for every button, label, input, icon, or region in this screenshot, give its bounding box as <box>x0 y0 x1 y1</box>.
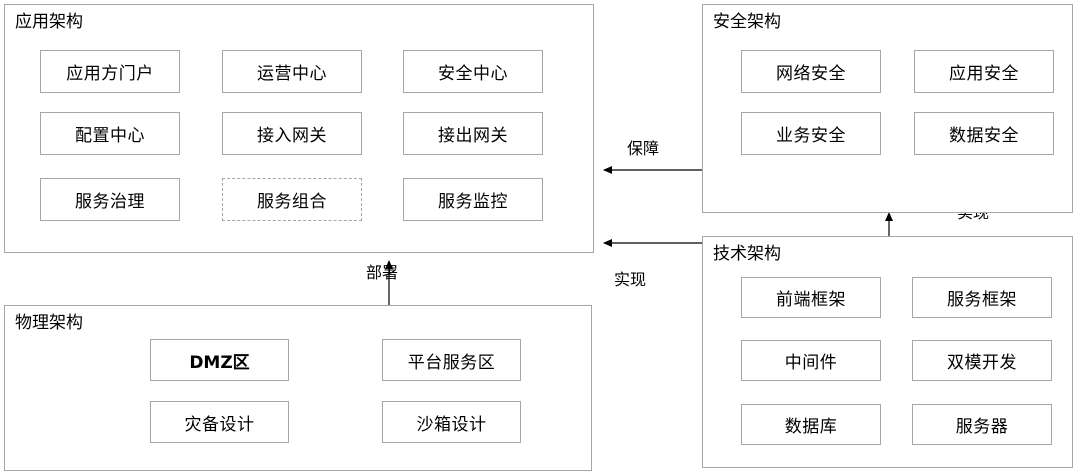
node-dmz-zone[interactable]: DMZ区 <box>150 339 289 381</box>
node-platform-service-zone[interactable]: 平台服务区 <box>382 339 521 381</box>
node-disaster-recovery-design[interactable]: 灾备设计 <box>150 401 289 443</box>
node-middleware[interactable]: 中间件 <box>741 340 881 381</box>
node-network-security[interactable]: 网络安全 <box>741 50 881 93</box>
node-service-governance[interactable]: 服务治理 <box>40 178 180 221</box>
edge-label-security-to-application: 保障 <box>627 139 660 158</box>
node-server[interactable]: 服务器 <box>912 404 1052 445</box>
node-egress-gateway[interactable]: 接出网关 <box>403 112 543 155</box>
edge-label-technology-to-application: 实现 <box>614 270 647 289</box>
node-service-framework[interactable]: 服务框架 <box>912 277 1052 318</box>
group-title-technology: 技术架构 <box>713 244 781 264</box>
node-database[interactable]: 数据库 <box>741 404 881 445</box>
node-security-center[interactable]: 安全中心 <box>403 50 543 93</box>
node-service-composition[interactable]: 服务组合 <box>222 178 362 221</box>
node-service-monitoring[interactable]: 服务监控 <box>403 178 543 221</box>
node-operation-center[interactable]: 运营中心 <box>222 50 362 93</box>
node-data-security[interactable]: 数据安全 <box>914 112 1054 155</box>
node-frontend-framework[interactable]: 前端框架 <box>741 277 881 318</box>
edge-label-physical-to-application: 部署 <box>366 263 399 282</box>
group-physical-architecture: 物理架构 <box>4 305 592 471</box>
node-dual-mode-development[interactable]: 双模开发 <box>912 340 1052 381</box>
group-title-application: 应用架构 <box>15 12 83 32</box>
group-security-architecture: 安全架构 <box>702 4 1073 213</box>
node-application-portal[interactable]: 应用方门户 <box>40 50 180 93</box>
node-business-security[interactable]: 业务安全 <box>741 112 881 155</box>
group-title-physical: 物理架构 <box>15 313 83 333</box>
node-sandbox-design[interactable]: 沙箱设计 <box>382 401 521 443</box>
node-config-center[interactable]: 配置中心 <box>40 112 180 155</box>
group-title-security: 安全架构 <box>713 12 781 32</box>
node-application-security[interactable]: 应用安全 <box>914 50 1054 93</box>
node-ingress-gateway[interactable]: 接入网关 <box>222 112 362 155</box>
